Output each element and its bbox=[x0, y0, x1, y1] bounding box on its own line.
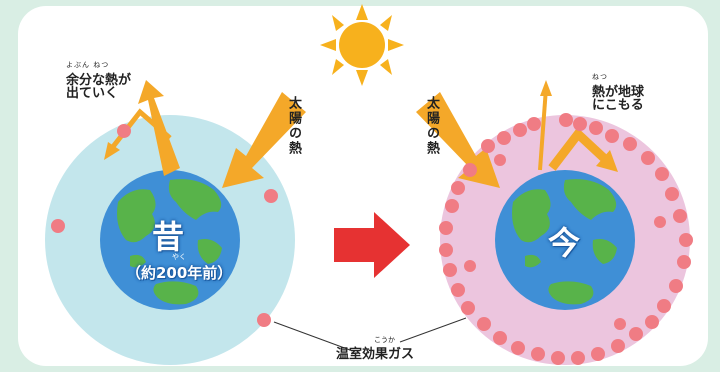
past-note-ruby: やく bbox=[172, 253, 186, 261]
now-label: 今 bbox=[548, 224, 581, 262]
gas-leader-line bbox=[399, 317, 467, 343]
blocked-heat-arrow bbox=[538, 80, 552, 171]
greenhouse-gas-label: 温室効果ガス bbox=[336, 347, 415, 362]
trapped-heat-arrow bbox=[548, 127, 618, 172]
heat-escape-ruby: よぶん ねつ bbox=[66, 61, 110, 69]
sun-heat-label-left: 太陽の熱 bbox=[286, 96, 301, 156]
sun-icon bbox=[320, 4, 404, 86]
now-gas-particles bbox=[439, 113, 693, 365]
sun-heat-label-right: 太陽の熱 bbox=[424, 96, 439, 156]
earth-globe-icon bbox=[100, 170, 240, 310]
past-label: 昔 bbox=[152, 218, 185, 256]
right-arrow-icon bbox=[334, 212, 410, 278]
heat-escape-label: よぶん ねつ 余分な熱が 出ていく bbox=[66, 60, 131, 101]
past-gas-particles bbox=[51, 124, 278, 327]
heat-trapped-label: ねつ 熱が地球 にこもる bbox=[592, 72, 644, 113]
heat-escape-line1: 余分な熱が bbox=[66, 72, 132, 88]
heat-escape-line2: 出ていく bbox=[66, 86, 119, 102]
earth-globe-icon bbox=[495, 170, 635, 310]
past-note: （約200年前） bbox=[126, 264, 233, 282]
heat-trapped-ruby: ねつ bbox=[592, 73, 608, 81]
heat-trapped-line1: 熱が地球 bbox=[592, 84, 645, 100]
gas-leader-line bbox=[273, 321, 351, 351]
sun-heat-arrow-right bbox=[416, 92, 500, 188]
heat-trapped-line2: にこもる bbox=[592, 98, 644, 114]
sun-heat-arrow-left bbox=[222, 92, 306, 188]
greenhouse-gas-ruby: こうか bbox=[374, 336, 395, 344]
